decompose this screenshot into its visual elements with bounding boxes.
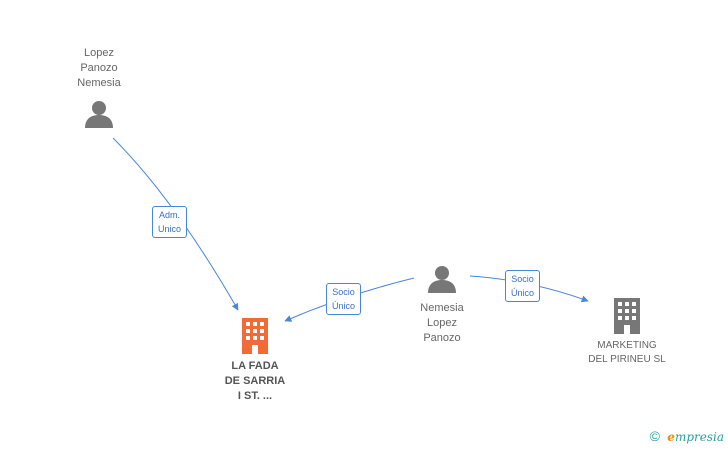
company-node-la-fada[interactable]: LA FADA DE SARRIA I ST. ... bbox=[205, 318, 305, 404]
edge-label-socio-unico-c1: Socio Único bbox=[326, 283, 362, 315]
brand-footer[interactable]: © empresia bbox=[650, 428, 724, 444]
person-name: Lopez Panozo Nemesia bbox=[77, 47, 121, 89]
edge-label-adm-unico: Adm. Unico bbox=[152, 206, 188, 238]
person-node-lopez-panozo-nemesia[interactable]: Lopez Panozo Nemesia bbox=[59, 46, 139, 134]
company-name: LA FADA DE SARRIA I ST. ... bbox=[224, 360, 286, 402]
person-name: Nemesia Lopez Panozo bbox=[420, 302, 464, 344]
building-icon bbox=[611, 298, 643, 339]
copyright-symbol: © bbox=[649, 428, 660, 444]
building-icon bbox=[239, 318, 271, 359]
person-icon bbox=[84, 99, 114, 134]
company-name: MARKETING DEL PIRINEU SL bbox=[588, 340, 666, 365]
empresia-logo: empresia bbox=[667, 430, 724, 444]
edge-label-socio-unico-c2: Socio Único bbox=[505, 270, 541, 302]
person-node-nemesia-lopez-panozo[interactable]: Nemesia Lopez Panozo bbox=[402, 264, 482, 346]
company-node-marketing-del-pirineu[interactable]: MARKETING DEL PIRINEU SL bbox=[577, 298, 677, 367]
person-icon bbox=[427, 264, 457, 299]
